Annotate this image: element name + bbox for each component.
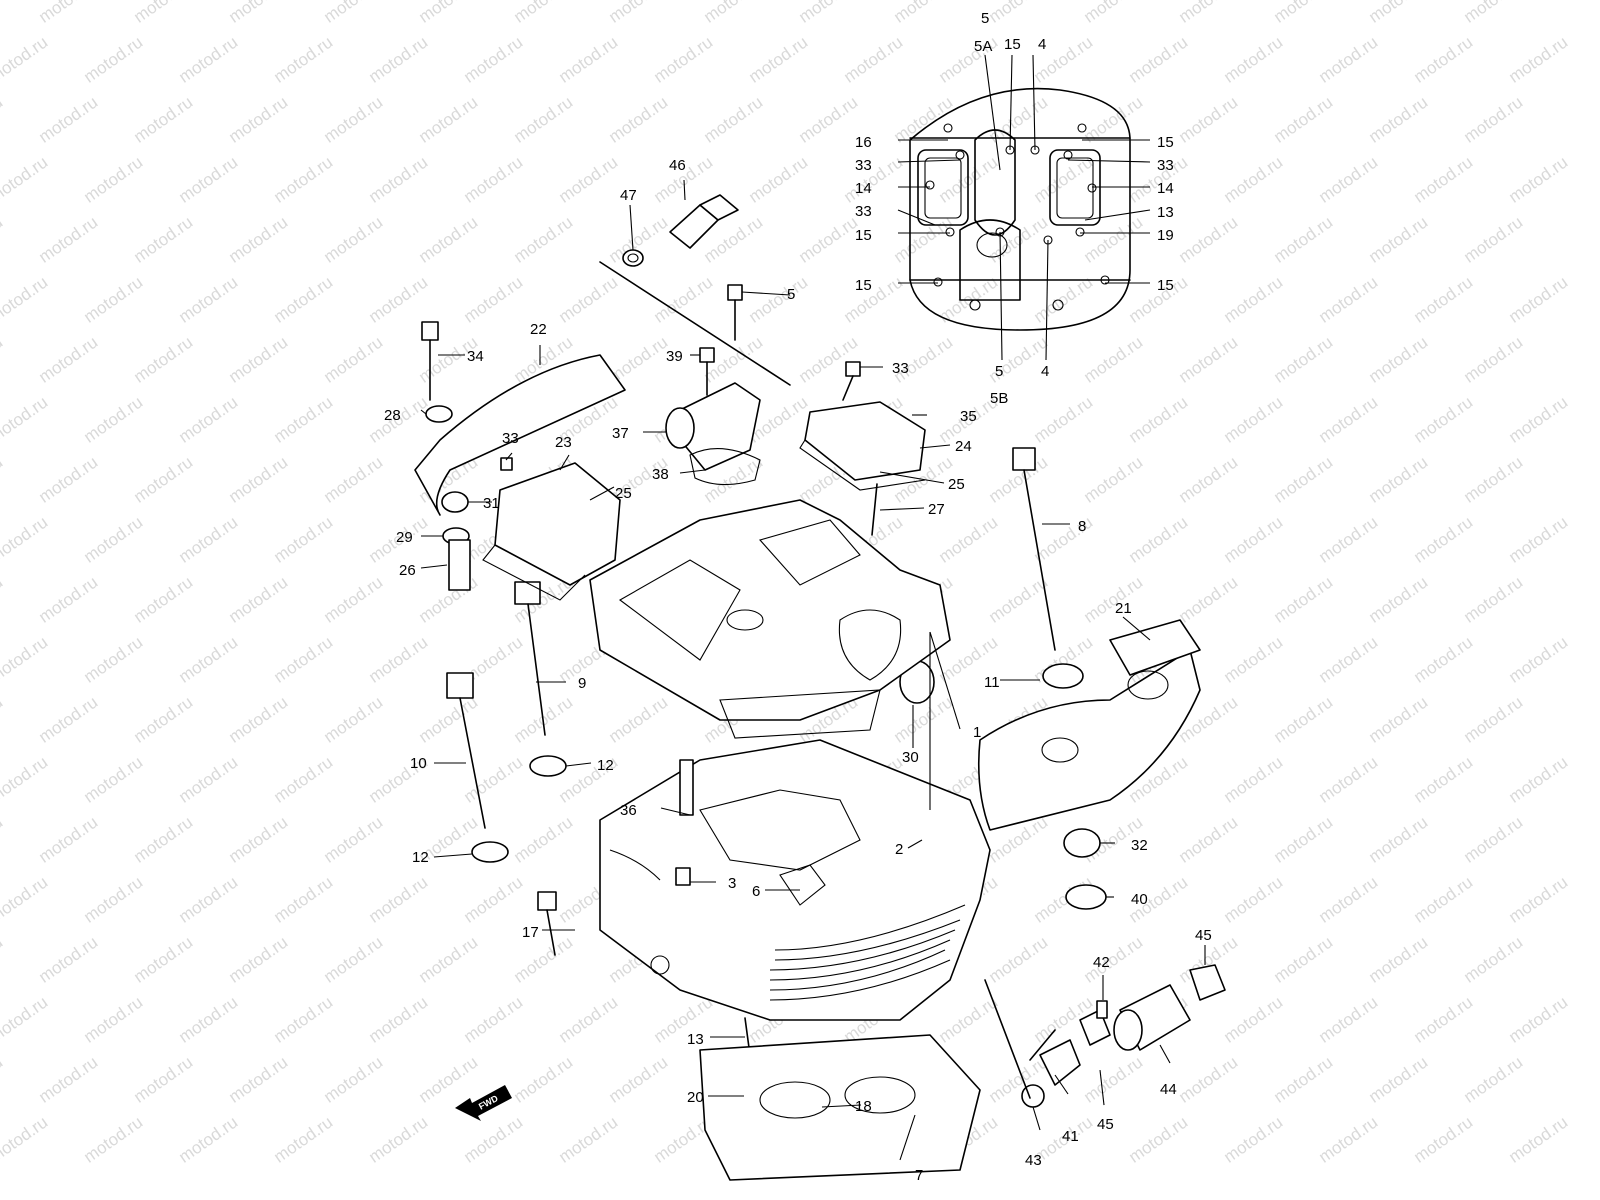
callout-21: 21 (1115, 600, 1132, 617)
callout-28: 28 (384, 407, 401, 424)
callout-2: 2 (895, 841, 903, 858)
callout-32: 32 (1131, 837, 1148, 854)
fwd-arrow: FWD (455, 1085, 512, 1121)
callout-35: 35 (960, 408, 977, 425)
water-outlet (665, 382, 761, 486)
callout-33-inset-l2: 33 (855, 203, 872, 220)
callout-33-inset-l1: 33 (855, 157, 872, 174)
callout-8: 8 (1078, 518, 1086, 535)
callout-33-inset-r1: 33 (1157, 157, 1174, 174)
callout-45-lower: 45 (1097, 1116, 1114, 1133)
covers (414, 354, 1201, 831)
callout-14-left: 14 (855, 180, 872, 197)
callout-15-top: 15 (1004, 36, 1021, 53)
callout-9: 9 (578, 675, 586, 692)
callout-41: 41 (1062, 1128, 1079, 1145)
callout-34: 34 (467, 348, 484, 365)
cylinder-head-upper (589, 499, 951, 739)
callout-4-bottom: 4 (1041, 363, 1049, 380)
callout-6: 6 (752, 883, 760, 900)
callout-7: 7 (915, 1167, 923, 1184)
callout-29: 29 (396, 529, 413, 546)
callout-36: 36 (620, 802, 637, 819)
callout-3: 3 (728, 875, 736, 892)
hose-fittings (984, 964, 1226, 1099)
callout-40: 40 (1131, 891, 1148, 908)
callout-15-right-3: 15 (1157, 277, 1174, 294)
callout-labels: 1 2 3 4 4 5 5A 5 5B 5 6 7 8 9 10 11 12 1… (384, 10, 1212, 1184)
callout-47: 47 (620, 187, 637, 204)
callout-16: 16 (855, 134, 872, 151)
bolts (421, 284, 1056, 1071)
callout-5-bottom: 5 (995, 363, 1003, 380)
callout-38: 38 (652, 466, 669, 483)
callout-15-left-2: 15 (855, 227, 872, 244)
callout-4-top: 4 (1038, 36, 1046, 53)
callout-14-right: 14 (1157, 180, 1174, 197)
callout-37: 37 (612, 425, 629, 442)
head-top-view-inset (897, 54, 1151, 361)
callout-39: 39 (666, 348, 683, 365)
callout-15-right-1: 15 (1157, 134, 1174, 151)
callout-42: 42 (1093, 954, 1110, 971)
callout-17: 17 (522, 924, 539, 941)
callout-44: 44 (1160, 1081, 1177, 1098)
head-gasket (699, 1034, 981, 1181)
callout-25-left: 25 (615, 485, 632, 502)
callout-12-upper: 12 (597, 757, 614, 774)
leader-lines (420, 179, 1206, 1161)
callout-5-top: 5 (981, 10, 989, 27)
temp-sensor-parts (599, 194, 791, 386)
callout-45-upper: 45 (1195, 927, 1212, 944)
callout-33-cover: 33 (502, 430, 519, 447)
callout-30: 30 (902, 749, 919, 766)
callout-27: 27 (928, 501, 945, 518)
callout-33-bolt: 33 (892, 360, 909, 377)
callout-10: 10 (410, 755, 427, 772)
callout-15-left-3: 15 (855, 277, 872, 294)
callout-5B: 5B (990, 390, 1008, 407)
callout-11: 11 (984, 674, 1000, 691)
callout-25-right: 25 (948, 476, 965, 493)
callout-19-row: 19 (1157, 227, 1174, 244)
callout-46: 46 (669, 157, 686, 174)
callout-24: 24 (955, 438, 972, 455)
callout-12-lower: 12 (412, 849, 429, 866)
callout-23: 23 (555, 434, 572, 451)
callout-5A: 5A (974, 38, 992, 55)
callout-20: 20 (687, 1089, 704, 1106)
callout-31: 31 (483, 495, 500, 512)
callout-13-inset: 13 (1157, 204, 1174, 221)
callout-5-bolt: 5 (787, 286, 795, 303)
callout-26: 26 (399, 562, 416, 579)
callout-13-stud: 13 (687, 1031, 704, 1048)
callout-1: 1 (973, 724, 981, 741)
callout-18: 18 (855, 1098, 872, 1115)
cylinder-head-lower (599, 739, 991, 1021)
callout-43: 43 (1025, 1152, 1042, 1169)
callout-22: 22 (530, 321, 547, 338)
